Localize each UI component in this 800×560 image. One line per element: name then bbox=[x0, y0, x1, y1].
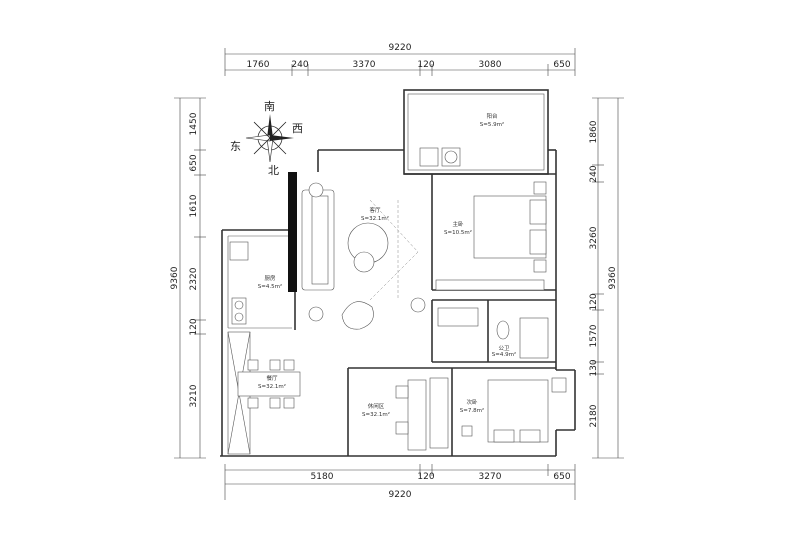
furniture bbox=[229, 147, 567, 451]
top-dimension-4: 120 bbox=[417, 60, 434, 70]
room-bathroom-name: 公卫 bbox=[498, 345, 510, 352]
room-dining-area: S=32.1m² bbox=[258, 383, 286, 390]
room-second-bedroom-area: S=7.8m² bbox=[460, 407, 484, 414]
compass-south-label: 南 bbox=[264, 100, 275, 113]
room-master-bedroom-area: S=10.5m² bbox=[444, 229, 472, 236]
bottom-dimension-2: 120 bbox=[417, 472, 434, 482]
room-living-name: 客厅 bbox=[369, 206, 381, 214]
room-bathroom-area: S=4.9m² bbox=[492, 351, 516, 358]
room-kitchen-name: 厨房 bbox=[264, 274, 276, 282]
bottom-dimensions: 5180 120 3270 650 9220 bbox=[224, 464, 576, 500]
room-kitchen-area: S=4.5m² bbox=[258, 283, 282, 290]
right-dimension-6: 130 bbox=[589, 359, 599, 376]
left-dimension-1: 1450 bbox=[189, 112, 199, 135]
top-dimension-3: 3370 bbox=[353, 60, 376, 70]
right-dimensions: 1860 240 3260 120 1570 130 2180 9360 bbox=[589, 97, 624, 459]
right-dimension-4: 120 bbox=[589, 293, 599, 310]
top-dimension-6: 650 bbox=[553, 60, 570, 70]
left-dimension-2: 650 bbox=[189, 154, 199, 171]
bottom-dimension-1: 5180 bbox=[311, 472, 334, 482]
right-dimension-7: 2180 bbox=[589, 404, 599, 427]
top-dimensions: 9220 1760 240 3370 120 3080 650 bbox=[224, 43, 576, 76]
room-second-bedroom-name: 次卧 bbox=[466, 398, 478, 406]
left-dimension-5: 120 bbox=[189, 318, 199, 335]
bottom-dimension-3: 3270 bbox=[479, 472, 502, 482]
bottom-total-dimension: 9220 bbox=[389, 490, 412, 500]
right-total-dimension: 9360 bbox=[608, 266, 618, 289]
top-dimension-1: 1760 bbox=[247, 60, 270, 70]
room-master-bedroom-name: 主卧 bbox=[452, 220, 464, 228]
right-dimension-5: 1570 bbox=[589, 324, 599, 347]
room-lounge-name: 休闲区 bbox=[368, 402, 385, 410]
bottom-dimension-4: 650 bbox=[553, 472, 570, 482]
right-dimension-1: 1860 bbox=[589, 120, 599, 143]
left-dimension-4: 2320 bbox=[189, 267, 199, 290]
right-dimension-3: 3260 bbox=[589, 226, 599, 249]
top-dimension-5: 3080 bbox=[479, 60, 502, 70]
compass-west-label: 西 bbox=[292, 122, 303, 135]
walls bbox=[220, 89, 576, 457]
compass-icon: 南 西 东 北 bbox=[230, 100, 303, 177]
left-dimensions: 1450 650 1610 2320 120 3210 9360 bbox=[170, 97, 206, 459]
room-dining-name: 餐厅 bbox=[266, 374, 278, 382]
room-labels: 阳台 S=5.9m² 客厅 S=32.1m² 主卧 S=10.5m² 厨房 S=… bbox=[258, 112, 516, 418]
compass-north-label: 北 bbox=[268, 164, 279, 177]
left-dimension-3: 1610 bbox=[189, 194, 199, 217]
left-total-dimension: 9360 bbox=[170, 266, 180, 289]
room-balcony-name: 阳台 bbox=[486, 112, 498, 120]
room-balcony-area: S=5.9m² bbox=[480, 121, 504, 128]
right-dimension-2: 240 bbox=[589, 165, 599, 182]
compass-east-label: 东 bbox=[230, 140, 241, 153]
top-total-dimension: 9220 bbox=[389, 43, 412, 53]
top-dimension-2: 240 bbox=[291, 60, 308, 70]
room-lounge-area: S=32.1m² bbox=[362, 411, 390, 418]
left-dimension-6: 3210 bbox=[189, 384, 199, 407]
room-living-area: S=32.1m² bbox=[361, 215, 389, 222]
